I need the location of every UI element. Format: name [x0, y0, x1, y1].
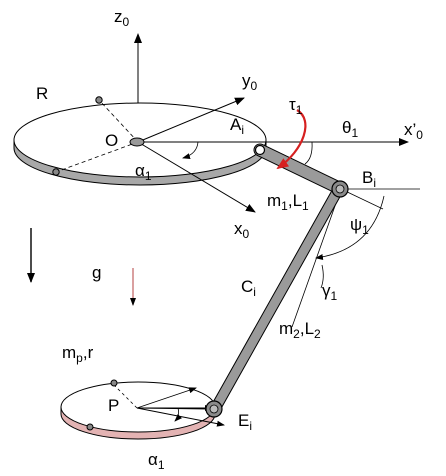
platform-joint-dot-1 [110, 379, 118, 387]
platform-axis-y [136, 387, 197, 409]
base-radius-dashed-1 [98, 99, 139, 143]
joint-E [205, 400, 223, 418]
origin-label: O [105, 131, 118, 150]
base-joint-dot-1 [95, 96, 103, 104]
platform-joint-dot-2 [86, 423, 94, 431]
x-axis-label: x0 [234, 219, 250, 241]
psi-arc [315, 195, 385, 260]
origin-point [129, 137, 145, 147]
joint-A [254, 144, 266, 156]
y-axis-label: y0 [242, 71, 258, 93]
link-2-center-label: Ci [241, 277, 256, 299]
platform-disk [60, 381, 216, 440]
torque-arrow [276, 109, 307, 170]
platform-axis-e [136, 407, 211, 410]
platform-mass-radius-label: mp,r [62, 343, 94, 365]
gravity-label: g [92, 263, 101, 282]
gamma-arc [320, 264, 324, 289]
x-prime-axis-label: x’0 [404, 120, 423, 142]
B-extension-ref [340, 188, 384, 210]
link-1-mass-length-label: m1,L1 [267, 191, 309, 213]
gamma-label: γ1 [322, 281, 338, 303]
psi-label: ψ1 [350, 215, 369, 237]
link-1 [253, 143, 348, 196]
z-axis-label: z0 [114, 7, 130, 29]
y-axis-line [137, 97, 245, 143]
link-2 [209, 184, 344, 415]
theta-label: θ1 [342, 118, 358, 140]
joint-B-label: Bi [362, 168, 376, 190]
theta-arc [304, 141, 313, 165]
joint-A-label: Ai [230, 115, 244, 137]
joint-B [331, 180, 349, 198]
alpha-top-arc [182, 141, 199, 159]
base-joint-dot-2 [52, 168, 60, 176]
joint-E-label: Ei [238, 411, 252, 433]
base-radius-dashed-2 [55, 141, 139, 173]
radius-label: R [36, 84, 48, 103]
platform-center-label: P [108, 396, 119, 415]
alpha-bottom-label: α1 [148, 450, 165, 472]
alpha-top-label: α1 [135, 161, 152, 183]
x-axis-line [137, 141, 256, 213]
alpha-bottom-arc [174, 407, 183, 422]
torque-label: τ1 [289, 95, 303, 117]
link-2-mass-length-label: m2,L2 [279, 319, 321, 341]
